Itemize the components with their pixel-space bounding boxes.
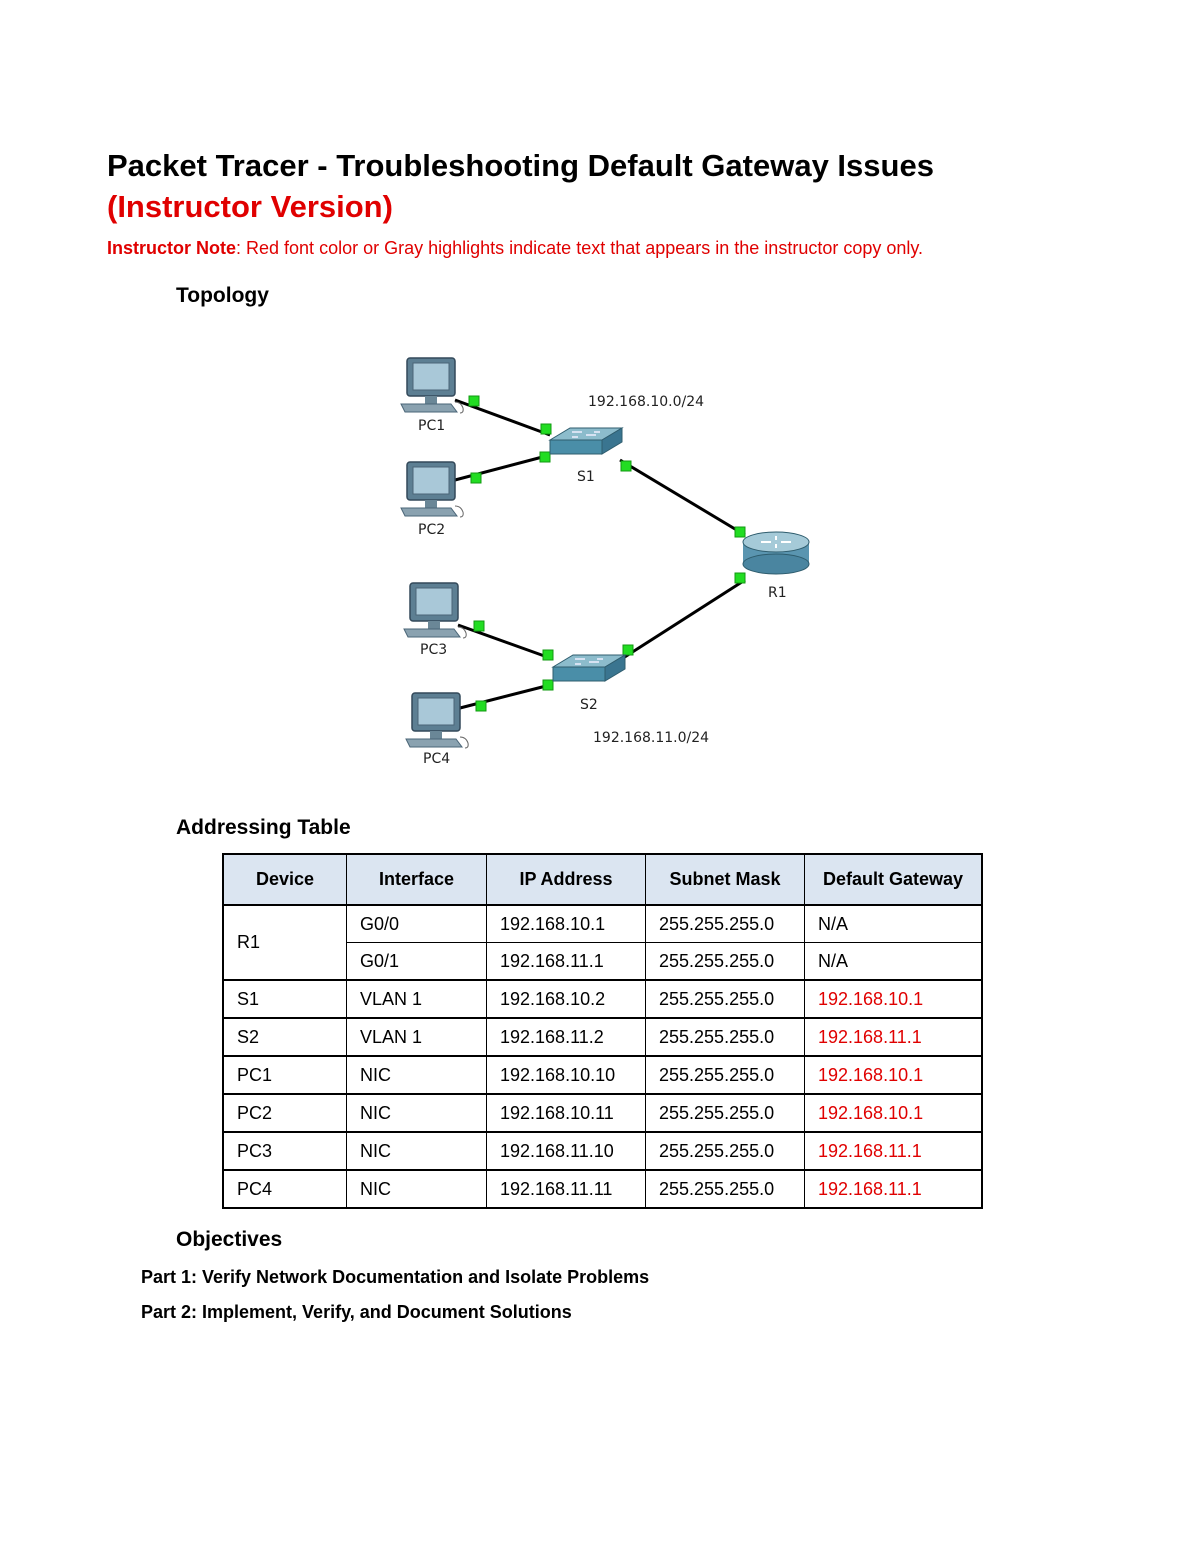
cell-mask: 255.255.255.0: [645, 979, 805, 1019]
cell-gateway: N/A: [804, 942, 983, 981]
topology-heading: Topology: [176, 284, 269, 307]
table-row: G0/1 192.168.11.1 255.255.255.0 N/A: [223, 942, 983, 981]
addressing-table: Device Interface IP Address Subnet Mask …: [222, 853, 983, 1209]
header-interface: Interface: [346, 853, 487, 906]
cell-interface: NIC: [346, 1169, 487, 1209]
cell-gateway: 192.168.10.1: [804, 979, 983, 1019]
cell-interface: VLAN 1: [346, 979, 487, 1019]
header-ip-address: IP Address: [486, 853, 646, 906]
link-pc2-s1: [454, 453, 551, 482]
network-bottom-label: 192.168.11.0/24: [593, 730, 709, 746]
cell-gateway: 192.168.11.1: [804, 1131, 983, 1171]
cell-mask: 255.255.255.0: [645, 1169, 805, 1209]
r1-label: R1: [768, 585, 787, 601]
table-row: S1 VLAN 1 192.168.10.2 255.255.255.0 192…: [222, 979, 983, 1019]
cell-gateway: 192.168.10.1: [804, 1093, 983, 1133]
table-row: PC1 NIC 192.168.10.10 255.255.255.0 192.…: [222, 1055, 983, 1095]
pc1-icon: [400, 357, 464, 414]
cell-ip: 192.168.11.10: [486, 1131, 646, 1171]
s2-switch-icon: [552, 654, 626, 682]
r1-router-icon: [742, 531, 810, 575]
link-pc4-s2: [459, 683, 551, 710]
pc4-icon: [405, 692, 469, 749]
cell-ip: 192.168.11.11: [486, 1169, 646, 1209]
objectives-heading: Objectives: [176, 1228, 283, 1251]
cell-ip: 192.168.11.2: [486, 1017, 646, 1057]
table-row: PC4 NIC 192.168.11.11 255.255.255.0 192.…: [222, 1169, 983, 1209]
s2-label: S2: [580, 697, 598, 713]
pc1-label: PC1: [418, 418, 445, 434]
cell-device: PC4: [222, 1169, 347, 1209]
cell-device: S2: [222, 1017, 347, 1057]
cell-mask: 255.255.255.0: [645, 1093, 805, 1133]
cell-device: PC2: [222, 1093, 347, 1133]
cell-mask: 255.255.255.0: [645, 1131, 805, 1171]
topology-diagram: PC1 PC2 PC3 PC4 S1 S2 R1 192.168.10.0/24…: [400, 357, 810, 767]
network-top-label: 192.168.10.0/24: [588, 394, 704, 410]
cell-mask: 255.255.255.0: [645, 1055, 805, 1095]
cell-ip: 192.168.10.1: [486, 904, 646, 943]
page-title: Packet Tracer - Troubleshooting Default …: [107, 148, 934, 183]
addressing-heading: Addressing Table: [176, 816, 351, 839]
instructor-note-label: Instructor Note: [107, 238, 237, 258]
link-s2-r1: [619, 578, 746, 662]
objective-part-2: Part 2: Implement, Verify, and Document …: [141, 1302, 572, 1322]
cell-ip: 192.168.10.2: [486, 979, 646, 1019]
pc3-icon: [403, 582, 467, 639]
header-default-gateway: Default Gateway: [804, 853, 983, 906]
page-subtitle: (Instructor Version): [107, 189, 393, 224]
instructor-note: Instructor Note: Red font color or Gray …: [107, 236, 923, 260]
cell-interface: G0/0: [346, 904, 487, 943]
cell-device: R1: [222, 904, 347, 981]
pc2-icon: [400, 461, 464, 518]
instructor-note-text: : Red font color or Gray highlights indi…: [236, 238, 924, 258]
cell-mask: 255.255.255.0: [645, 1017, 805, 1057]
table-row: PC2 NIC 192.168.10.11 255.255.255.0 192.…: [222, 1093, 983, 1133]
table-row: PC3 NIC 192.168.11.10 255.255.255.0 192.…: [222, 1131, 983, 1171]
cell-device: S1: [222, 979, 347, 1019]
table-header-row: Device Interface IP Address Subnet Mask …: [222, 853, 983, 906]
cell-gateway: 192.168.11.1: [804, 1017, 983, 1057]
cell-interface: NIC: [346, 1093, 487, 1133]
pc3-label: PC3: [420, 642, 447, 658]
link-lights: [468, 395, 746, 712]
pc2-label: PC2: [418, 522, 445, 538]
cell-mask: 255.255.255.0: [645, 904, 805, 943]
cell-interface: NIC: [346, 1055, 487, 1095]
s1-switch-icon: [549, 427, 623, 455]
header-subnet-mask: Subnet Mask: [645, 853, 805, 906]
s1-label: S1: [577, 469, 595, 485]
table-row: R1 G0/0 192.168.10.1 255.255.255.0 N/A: [222, 904, 983, 981]
cell-ip: 192.168.10.11: [486, 1093, 646, 1133]
link-s1-r1: [619, 458, 746, 537]
cell-device: PC3: [222, 1131, 347, 1171]
cell-interface: VLAN 1: [346, 1017, 487, 1057]
cell-ip: 192.168.11.1: [486, 942, 646, 981]
link-pc3-s2: [457, 623, 551, 660]
cell-interface: NIC: [346, 1131, 487, 1171]
cell-gateway: N/A: [804, 904, 983, 943]
cell-interface: G0/1: [346, 942, 487, 981]
cell-mask: 255.255.255.0: [645, 942, 805, 981]
table-row: S2 VLAN 1 192.168.11.2 255.255.255.0 192…: [222, 1017, 983, 1057]
cell-device: PC1: [222, 1055, 347, 1095]
cell-gateway: 192.168.11.1: [804, 1169, 983, 1209]
cell-gateway: 192.168.10.1: [804, 1055, 983, 1095]
pc4-label: PC4: [423, 751, 450, 767]
objective-part-1: Part 1: Verify Network Documentation and…: [141, 1267, 650, 1287]
header-device: Device: [222, 853, 347, 906]
cell-ip: 192.168.10.10: [486, 1055, 646, 1095]
